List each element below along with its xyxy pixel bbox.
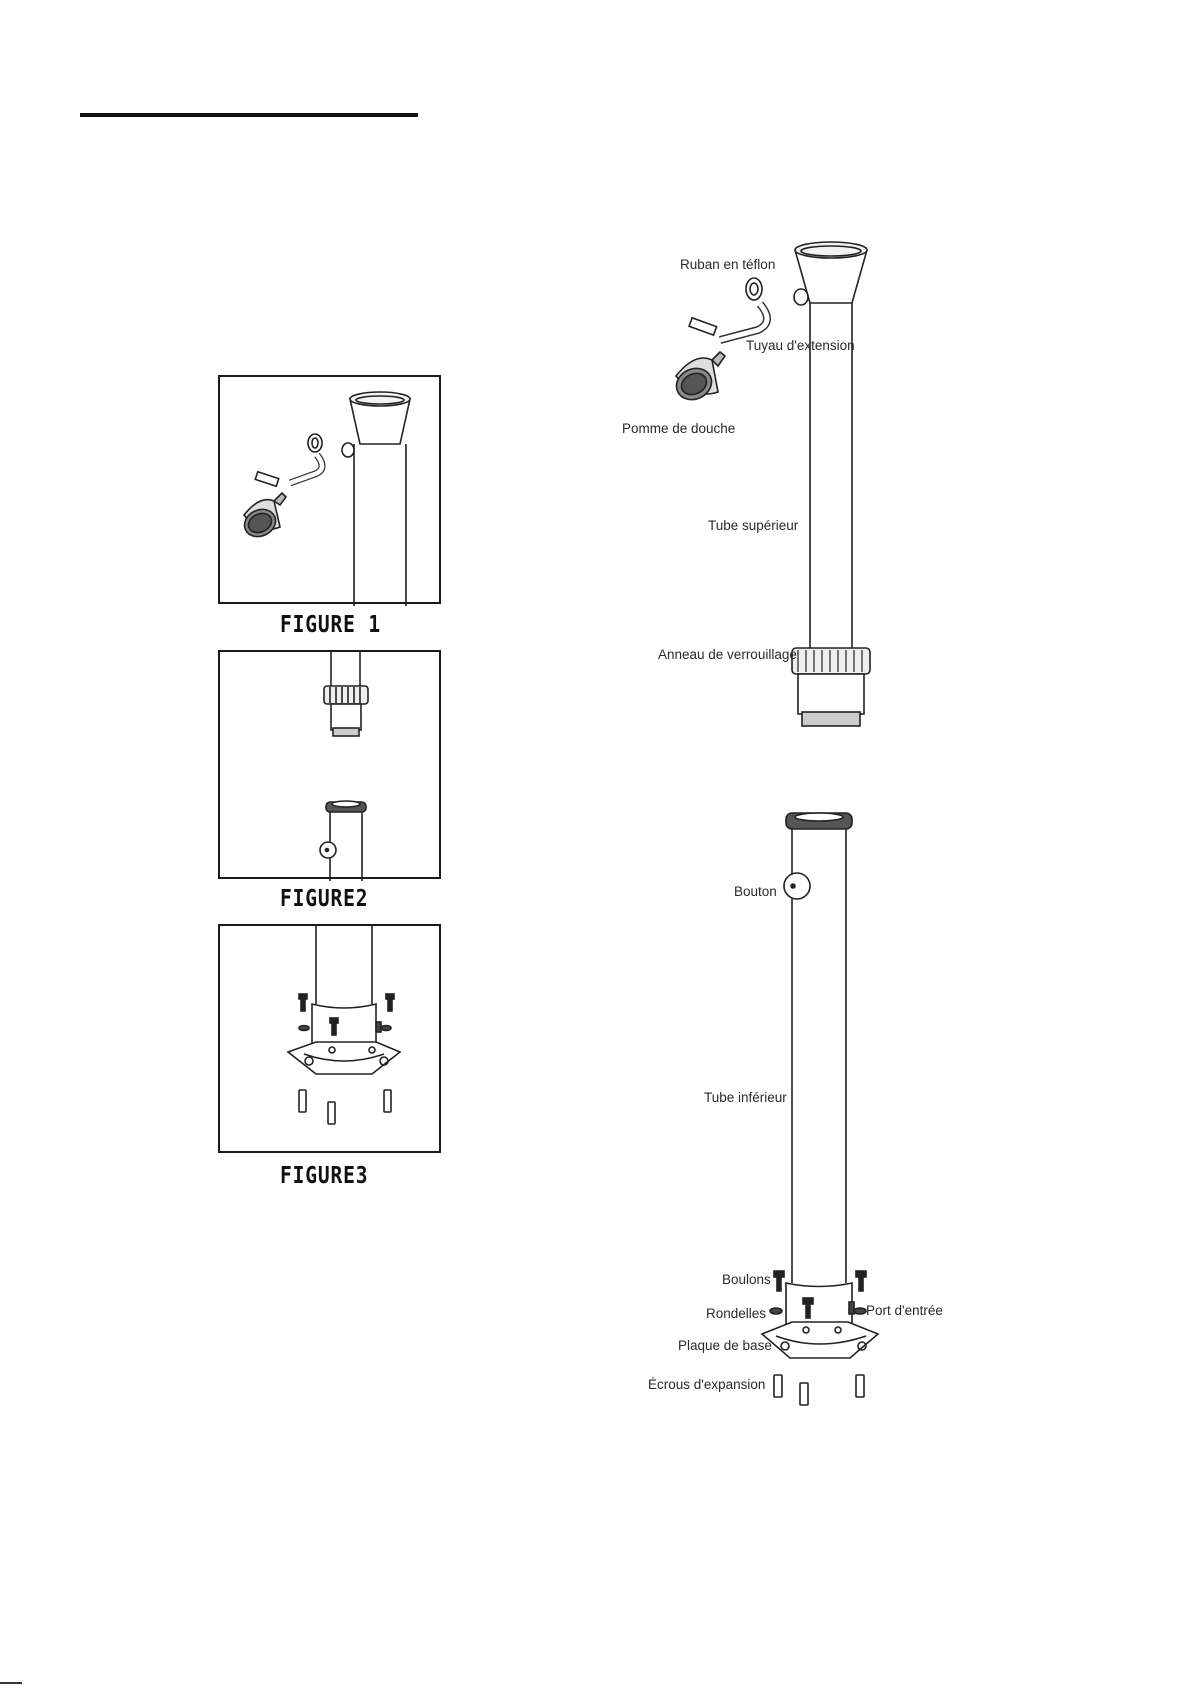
label-expansion-nuts: Écrous d'expansion <box>648 1377 765 1392</box>
label-shower-head: Pomme de douche <box>622 421 735 436</box>
label-teflon-tape: Ruban en téflon <box>680 257 775 272</box>
label-lock-ring: Anneau de verrouillage <box>658 647 797 662</box>
label-bolts: Boulons <box>722 1272 771 1287</box>
page-edge-mark <box>0 1682 22 1684</box>
label-extension-pipe: Tuyau d'extension <box>746 338 855 353</box>
label-button: Bouton <box>734 884 777 899</box>
label-washers: Rondelles <box>706 1306 766 1321</box>
label-upper-tube: Tube supérieur <box>708 518 798 533</box>
label-inlet-port: Port d'entrée <box>866 1303 943 1318</box>
label-lower-tube: Tube inférieur <box>704 1090 787 1105</box>
label-base-plate: Plaque de base <box>678 1338 772 1353</box>
